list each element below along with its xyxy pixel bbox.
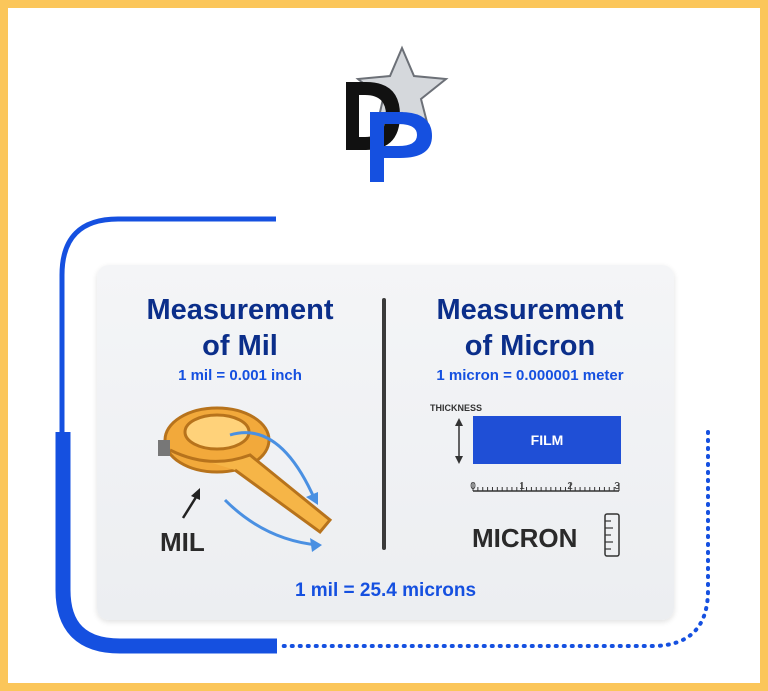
mil-heading: Measurement of Mil xyxy=(110,292,370,364)
ruler-tick-label-2: 2 xyxy=(567,481,573,492)
divider xyxy=(382,298,386,550)
conversion-footer: 1 mil = 25.4 microns xyxy=(294,580,477,601)
film-box: FILM xyxy=(473,416,621,464)
ruler-tick-label-0: 0 xyxy=(470,481,476,492)
micron-equation: 1 micron = 0.000001 meter xyxy=(436,367,624,384)
micron-heading: Measurement of Micron xyxy=(400,292,660,364)
micron-heading-line1: Measurement xyxy=(436,294,624,326)
thickness-label: THICKNESS xyxy=(430,403,483,413)
micron-label: MICRON xyxy=(472,523,578,553)
mil-equation: 1 mil = 0.001 inch xyxy=(178,367,302,384)
mil-heading-line2: of Mil xyxy=(202,330,278,362)
mil-label: MIL xyxy=(160,527,205,557)
logo-letter-d xyxy=(346,82,400,150)
ruler-tick-label-1: 1 xyxy=(519,481,525,492)
logo-letter-p xyxy=(370,112,432,182)
ruler-tick-label-3: 3 xyxy=(614,481,620,492)
mil-heading-line1: Measurement xyxy=(146,294,334,326)
micron-heading-line2: of Micron xyxy=(464,330,596,362)
